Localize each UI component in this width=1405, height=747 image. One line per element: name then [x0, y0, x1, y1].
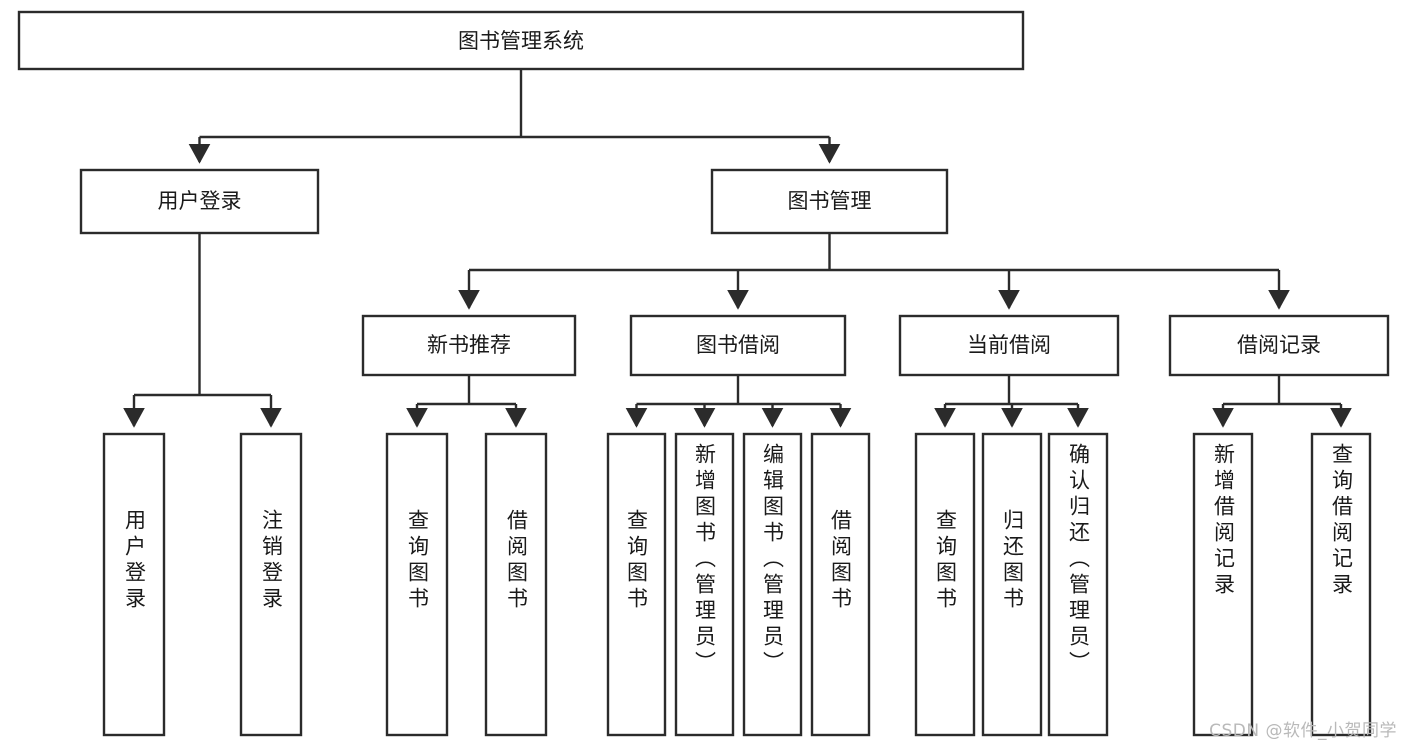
node-leaf-user-login-box[interactable] [102, 432, 166, 737]
node-leaf-add-record-box[interactable] [1192, 432, 1254, 737]
node-leaf-confirm-return-box[interactable] [1047, 432, 1109, 737]
node-new-book-rec-box[interactable] [361, 314, 577, 377]
connector-group-root [188, 69, 841, 164]
node-current-borrow-label: 当前借阅 [967, 333, 1051, 357]
node-new-book-rec-label: 新书推荐 [427, 333, 511, 357]
node-user-login[interactable]: 用户登录 [79, 168, 320, 235]
node-book-borrow[interactable]: 图书借阅 [629, 314, 847, 377]
node-book-manage[interactable]: 图书管理 [710, 168, 949, 235]
node-leaf-query-book-1-box[interactable] [385, 432, 449, 737]
node-book-manage-box[interactable] [710, 168, 949, 235]
node-new-book-rec[interactable]: 新书推荐 [361, 314, 577, 377]
node-borrow-record-label: 借阅记录 [1237, 333, 1321, 357]
node-leaf-borrow-book-2-box[interactable] [810, 432, 871, 737]
watermark-text: CSDN @软件_小贺同学 [1209, 721, 1397, 741]
node-borrow-record[interactable]: 借阅记录 [1168, 314, 1390, 377]
node-book-borrow-box[interactable] [629, 314, 847, 377]
node-current-borrow[interactable]: 当前借阅 [898, 314, 1120, 377]
node-leaf-query-record-box[interactable] [1310, 432, 1372, 737]
node-book-borrow-label: 图书借阅 [696, 333, 780, 357]
connector-group-user-login [123, 233, 282, 428]
node-root-box[interactable] [17, 10, 1025, 71]
node-leaf-logout-box[interactable] [239, 432, 303, 737]
node-root[interactable]: 图书管理系统 [17, 10, 1025, 71]
node-leaf-edit-book-box[interactable] [742, 432, 803, 737]
node-leaf-return-book-box[interactable] [981, 432, 1043, 737]
node-user-login-box[interactable] [79, 168, 320, 235]
node-leaf-add-book-box[interactable] [674, 432, 735, 737]
node-book-manage-label: 图书管理 [788, 189, 872, 213]
node-root-label: 图书管理系统 [458, 29, 584, 53]
node-current-borrow-box[interactable] [898, 314, 1120, 377]
connector-group-book-manage [458, 233, 1290, 310]
node-leaf-borrow-book-1-box[interactable] [484, 432, 548, 737]
connector-group-book-borrow [625, 375, 852, 428]
connector-group-new-book-rec [406, 375, 527, 428]
node-borrow-record-box[interactable] [1168, 314, 1390, 377]
node-leaf-query-book-3-box[interactable] [914, 432, 976, 737]
node-user-login-label: 用户登录 [158, 189, 242, 213]
node-leaf-query-book-2-box[interactable] [606, 432, 667, 737]
leaf-boxes [102, 432, 1372, 737]
connector-group-borrow-record [1212, 375, 1352, 428]
connector-group-current-borrow [934, 375, 1089, 428]
